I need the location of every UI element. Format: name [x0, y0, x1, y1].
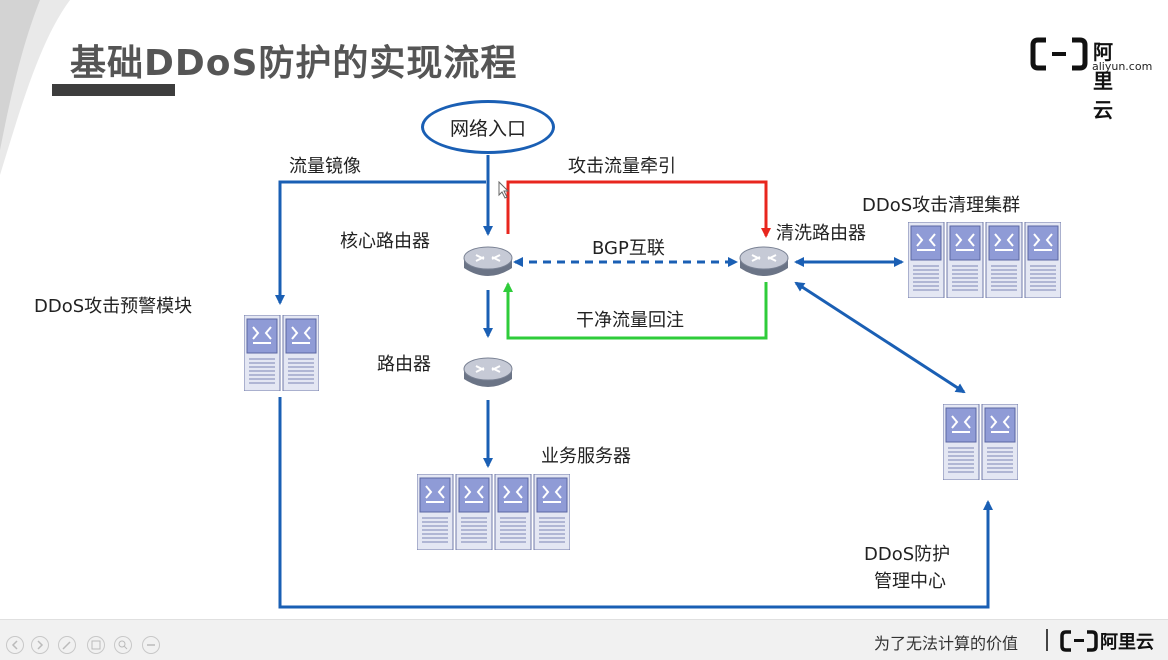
clean-reinject-label: 干净流量回注	[576, 310, 684, 331]
core-router-label: 核心路由器	[340, 231, 430, 252]
server-rack-icon	[946, 221, 984, 299]
logo-domain: aliyun.com	[1092, 60, 1153, 73]
clean-reinject-arrow	[503, 282, 768, 340]
mirror-arrow	[275, 180, 486, 305]
server-rack-icon	[455, 473, 493, 551]
scrub-router-icon	[739, 246, 789, 276]
scrub-cluster-servers	[907, 221, 1062, 302]
server-rack-icon	[533, 473, 571, 551]
server-rack-icon	[494, 473, 532, 551]
mgmt-center-label-line2: 管理中心	[874, 571, 946, 592]
server-rack-icon	[907, 221, 945, 299]
attack-divert-arrow	[506, 180, 771, 238]
footer-logo-icon	[1060, 630, 1098, 652]
mgmt-center-label-line1: DDoS防护	[864, 544, 951, 565]
zoom-button[interactable]	[114, 636, 132, 654]
corner-decoration	[0, 0, 175, 175]
more-options-button[interactable]	[142, 636, 160, 654]
footer-slogan: 为了无法计算的价值	[874, 634, 1019, 653]
server-rack-icon	[981, 403, 1019, 481]
scrub-cluster-label: DDoS攻击清理集群	[862, 195, 1021, 216]
prev-slide-button[interactable]	[6, 636, 24, 654]
network-entry-label: 网络入口	[449, 117, 526, 140]
bgp-link-label: BGP互联	[592, 238, 665, 259]
footer-bar: 为了无法计算的价值 阿里云	[0, 619, 1168, 660]
warning-to-mgmt-arrow	[278, 397, 993, 609]
aliyun-logo: 阿里云 aliyun.com	[1030, 36, 1152, 122]
server-rack-icon	[243, 314, 281, 392]
core-router-icon	[463, 246, 513, 276]
server-rack-icon	[985, 221, 1023, 299]
server-rack-icon	[416, 473, 454, 551]
mouse-cursor-icon	[498, 181, 510, 199]
footer-divider	[1046, 629, 1048, 651]
scrub-router-label: 清洗路由器	[776, 223, 866, 244]
slides-grid-button[interactable]	[87, 636, 105, 654]
mgmt-center-servers	[942, 403, 1019, 484]
business-servers	[416, 473, 571, 554]
router-icon	[463, 357, 513, 387]
scrub-mgmt-arrow	[794, 281, 966, 394]
business-servers-label: 业务服务器	[541, 446, 631, 467]
warning-module-servers	[243, 314, 320, 395]
server-rack-icon	[942, 403, 980, 481]
flow-mirror-label: 流量镜像	[289, 156, 361, 177]
next-slide-button[interactable]	[31, 636, 49, 654]
server-rack-icon	[1024, 221, 1062, 299]
aliyun-logo-icon	[1030, 37, 1088, 71]
footer-brand: 阿里云	[1100, 632, 1154, 653]
warning-module-label: DDoS攻击预警模块	[34, 296, 193, 317]
server-rack-icon	[282, 314, 320, 392]
slide-title: 基础DDoS防护的实现流程	[70, 43, 518, 84]
logo-name: 阿里云	[1093, 40, 1113, 122]
network-entry-node: 网络入口	[421, 100, 555, 154]
attack-divert-label: 攻击流量牵引	[568, 156, 676, 177]
pen-tool-button[interactable]	[58, 636, 76, 654]
router-label: 路由器	[377, 354, 431, 375]
